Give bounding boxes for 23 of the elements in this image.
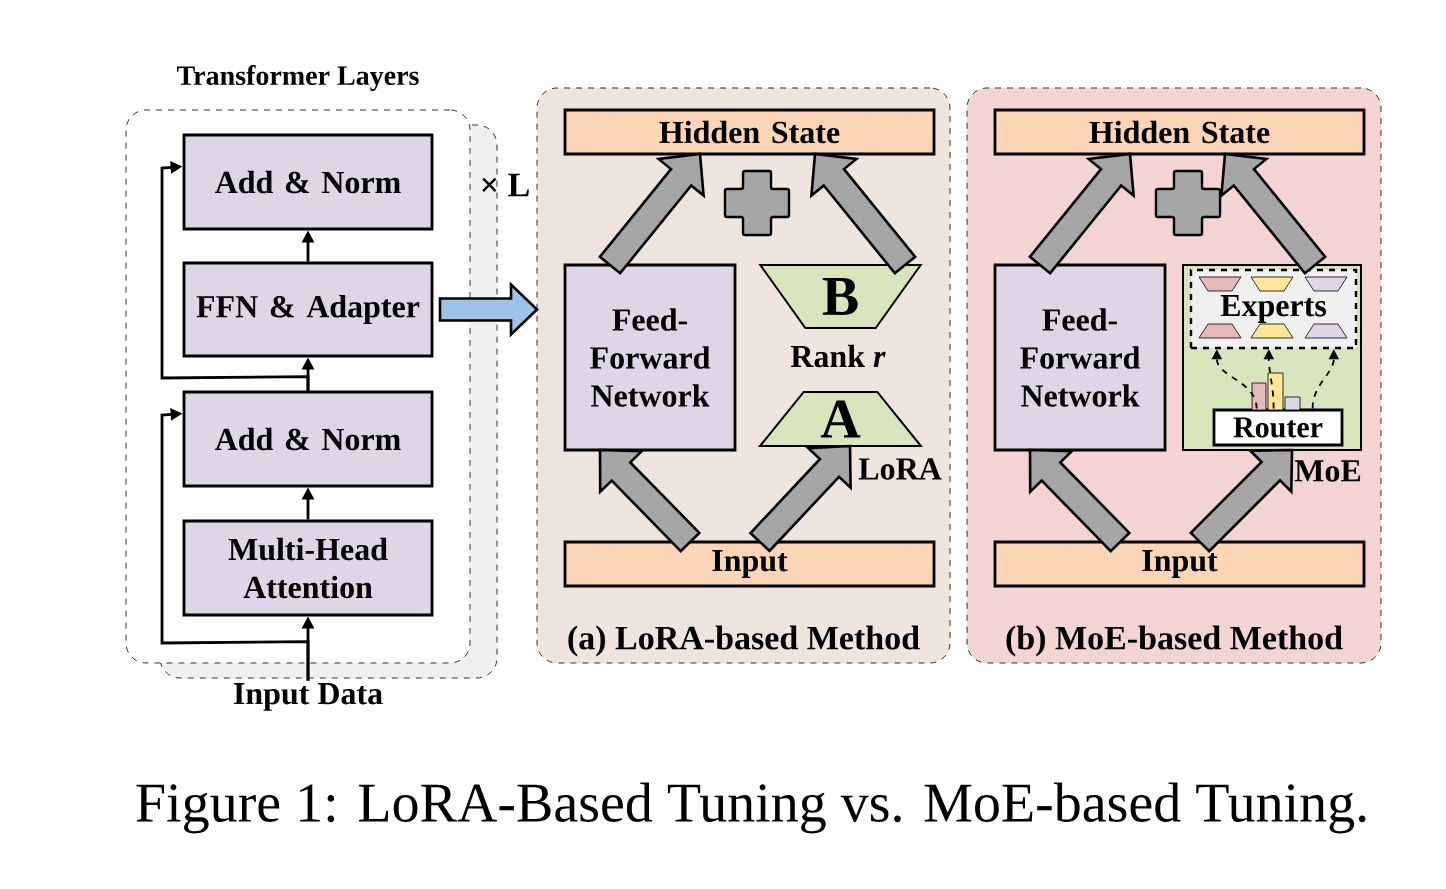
process-box: Input — [563, 540, 936, 588]
lora-label: LoRA — [858, 458, 942, 480]
rank-label: Rank r — [790, 344, 886, 368]
heading: Transformer Layers — [177, 65, 419, 91]
process-box: Hidden State — [993, 108, 1366, 156]
panel-caption: (b) MoE-based Method — [1006, 625, 1343, 657]
input-label: Input Data — [233, 683, 383, 711]
router-box: Router — [1212, 408, 1344, 447]
process-box: Add & Norm — [182, 133, 434, 231]
repeat-label: × L — [482, 173, 529, 197]
panel-caption: (a) LoRA-based Method — [568, 625, 920, 657]
process-box: FFN & Adapter — [182, 261, 434, 358]
process-box: Feed-Forward Network — [993, 263, 1167, 452]
arrow — [160, 161, 310, 391]
moe-label: MoE — [1294, 460, 1361, 482]
process-box: Hidden State — [563, 108, 936, 156]
process-box: Input — [993, 540, 1366, 588]
process-box: Multi-Head Attention — [182, 519, 434, 617]
arrow — [160, 408, 310, 681]
process-box: Feed-Forward Network — [563, 263, 737, 452]
process-box: Add & Norm — [182, 390, 434, 488]
block-arrow — [438, 281, 539, 338]
figure-caption: Figure 1: LoRA-Based Tuning vs. MoE-based Tuning. — [136, 782, 1366, 834]
